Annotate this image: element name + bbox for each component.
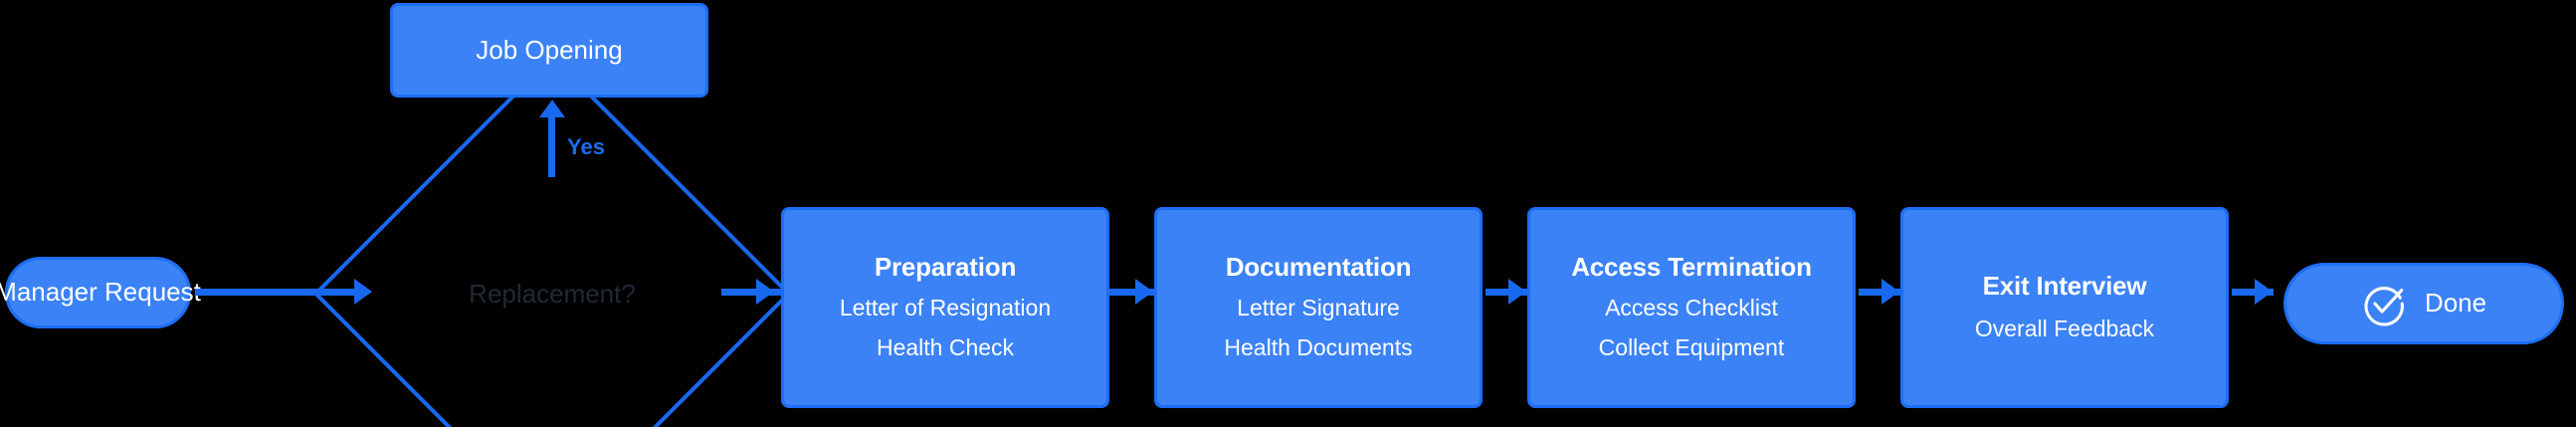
node-access-termination-item-0: Access Checklist — [1605, 295, 1778, 321]
node-done[interactable]: Done — [2283, 263, 2564, 344]
arrow-head-icon — [354, 279, 372, 305]
node-exit-interview-title: Exit Interview — [1982, 271, 2147, 302]
arrow-head-icon — [1508, 279, 1526, 305]
edge-label-yes: Yes — [567, 134, 605, 159]
node-exit-interview-item-0: Overall Feedback — [1974, 316, 2155, 342]
connector-line — [2232, 289, 2274, 296]
arrow-head-icon — [1135, 279, 1153, 305]
node-preparation-item-1: Health Check — [876, 333, 1015, 360]
connector-line — [195, 289, 359, 296]
connector-line — [548, 117, 555, 177]
node-done-label: Done — [2424, 288, 2487, 319]
node-access-termination-item-1: Collect Equipment — [1598, 333, 1785, 360]
node-job-opening-label: Job Opening — [476, 34, 623, 65]
arrow-head-icon — [2255, 279, 2273, 305]
arrow-head-icon — [1882, 279, 1899, 305]
node-documentation-item-1: Health Documents — [1224, 333, 1413, 360]
arrow-head-icon — [756, 279, 774, 305]
node-documentation[interactable]: Documentation Letter Signature Health Do… — [1154, 207, 1483, 408]
node-preparation[interactable]: Preparation Letter of Resignation Health… — [781, 207, 1109, 408]
node-manager-request[interactable]: Manager Request — [0, 257, 201, 328]
node-preparation-item-0: Letter of Resignation — [839, 295, 1052, 321]
connector-line — [1112, 289, 1154, 296]
connector-line — [1859, 289, 1900, 296]
check-circle-icon — [2364, 287, 2404, 326]
connector-line — [1486, 289, 1527, 296]
node-manager-request-label: Manager Request — [0, 277, 201, 308]
node-preparation-title: Preparation — [874, 252, 1017, 283]
node-documentation-item-0: Letter Signature — [1237, 295, 1400, 321]
node-access-termination[interactable]: Access Termination Access Checklist Coll… — [1527, 207, 1856, 408]
arrow-head-icon — [539, 100, 565, 117]
node-exit-interview[interactable]: Exit Interview Overall Feedback — [1900, 207, 2229, 408]
node-job-opening[interactable]: Job Opening — [390, 3, 708, 98]
node-documentation-title: Documentation — [1225, 252, 1412, 283]
node-access-termination-title: Access Termination — [1571, 252, 1812, 283]
